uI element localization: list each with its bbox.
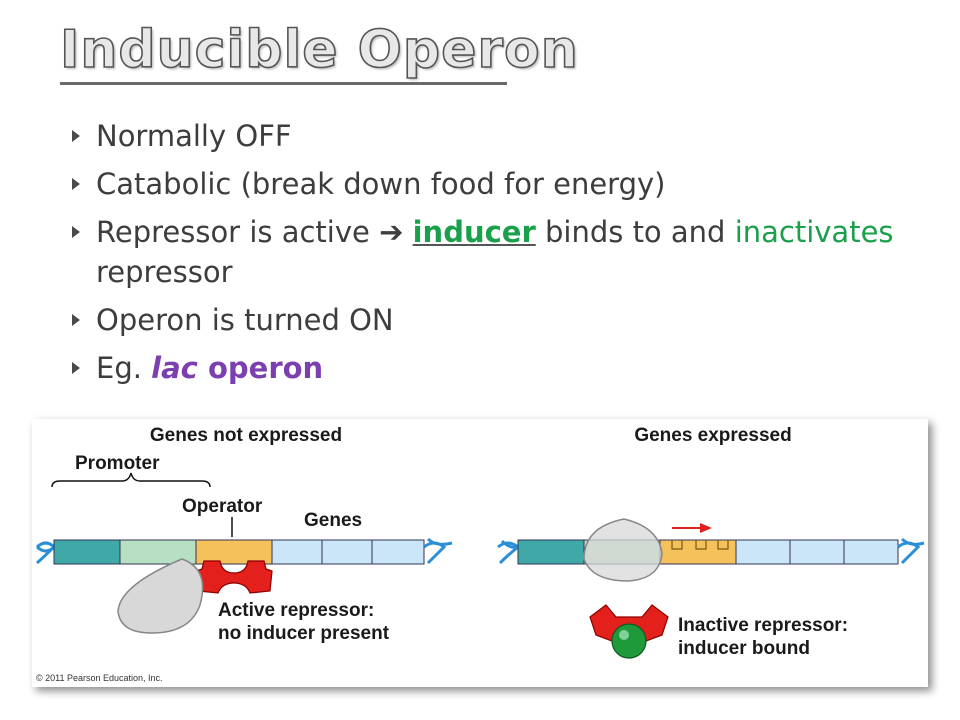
gene-segment — [843, 539, 899, 565]
bullet-list: Normally OFF Catabolic (break down food … — [72, 116, 932, 396]
gene-segment — [371, 539, 425, 565]
gene-segment — [789, 539, 845, 565]
bullet-text: Operon is turned ON — [96, 303, 394, 337]
operator-segment — [195, 539, 273, 565]
gene-segment — [271, 539, 323, 565]
bullet-text: Normally OFF — [96, 119, 292, 153]
operon-diagram: Genes not expressed Promoter Operator Ge… — [32, 419, 928, 687]
bullet-text: Repressor is active — [96, 215, 380, 249]
dna-end-left — [36, 541, 57, 565]
promoter-bracket — [51, 472, 211, 488]
bullet-text: binds to and — [535, 215, 735, 249]
bullet-item: Repressor is active ➔ inducer binds to a… — [72, 212, 932, 292]
bullet-item: Catabolic (break down food for energy) — [72, 164, 932, 204]
active-repressor-label-2: no inducer present — [218, 623, 390, 644]
dna-end-right — [897, 537, 925, 565]
right-arrow-icon: ➔ — [379, 215, 404, 249]
title-underline — [60, 82, 507, 85]
bullet-item: Eg. lac operon — [72, 348, 932, 388]
dna-end-left — [497, 539, 521, 565]
gene-segment — [735, 539, 791, 565]
bullet-text: Eg. — [96, 351, 152, 385]
bullet-arrow-icon — [72, 130, 80, 142]
inactivates-term: inactivates — [734, 215, 894, 249]
bullet-arrow-icon — [72, 314, 80, 326]
promoter-segment — [53, 539, 121, 565]
slide-title: Inducible Operon — [59, 19, 579, 81]
active-repressor-shape — [195, 560, 273, 594]
bullet-text: Catabolic (break down food for energy) — [96, 167, 666, 201]
left-header: Genes not expressed — [150, 425, 342, 446]
gene-segment — [321, 539, 373, 565]
bullet-text: repressor — [96, 255, 233, 289]
lac-term: lac — [151, 351, 198, 385]
transcription-arrow-icon — [700, 523, 712, 533]
inactive-repressor-label-1: Inactive repressor: — [678, 615, 848, 636]
rna-polymerase-shape — [583, 518, 663, 582]
operon-term: operon — [197, 351, 324, 385]
inactive-repressor-shape — [589, 604, 669, 642]
operator-notches — [671, 540, 729, 550]
inducer-highlight — [619, 630, 629, 640]
promoter-label: Promoter — [75, 453, 160, 474]
inducer-term: inducer — [412, 215, 536, 249]
bullet-item: Operon is turned ON — [72, 300, 932, 340]
active-repressor-label-1: Active repressor: — [218, 600, 374, 621]
genes-label: Genes — [304, 510, 362, 531]
copyright-text: © 2011 Pearson Education, Inc. — [36, 673, 163, 683]
bullet-arrow-icon — [72, 226, 80, 238]
right-header: Genes expressed — [634, 425, 791, 446]
dna-end-right — [423, 537, 453, 565]
bullet-arrow-icon — [72, 362, 80, 374]
inactive-repressor-label-2: inducer bound — [678, 638, 810, 659]
bullet-arrow-icon — [72, 178, 80, 190]
rna-polymerase-shape — [117, 558, 204, 634]
inducer-molecule — [611, 623, 647, 659]
promoter-segment — [517, 539, 585, 565]
operator-label: Operator — [182, 496, 263, 517]
bullet-item: Normally OFF — [72, 116, 932, 156]
